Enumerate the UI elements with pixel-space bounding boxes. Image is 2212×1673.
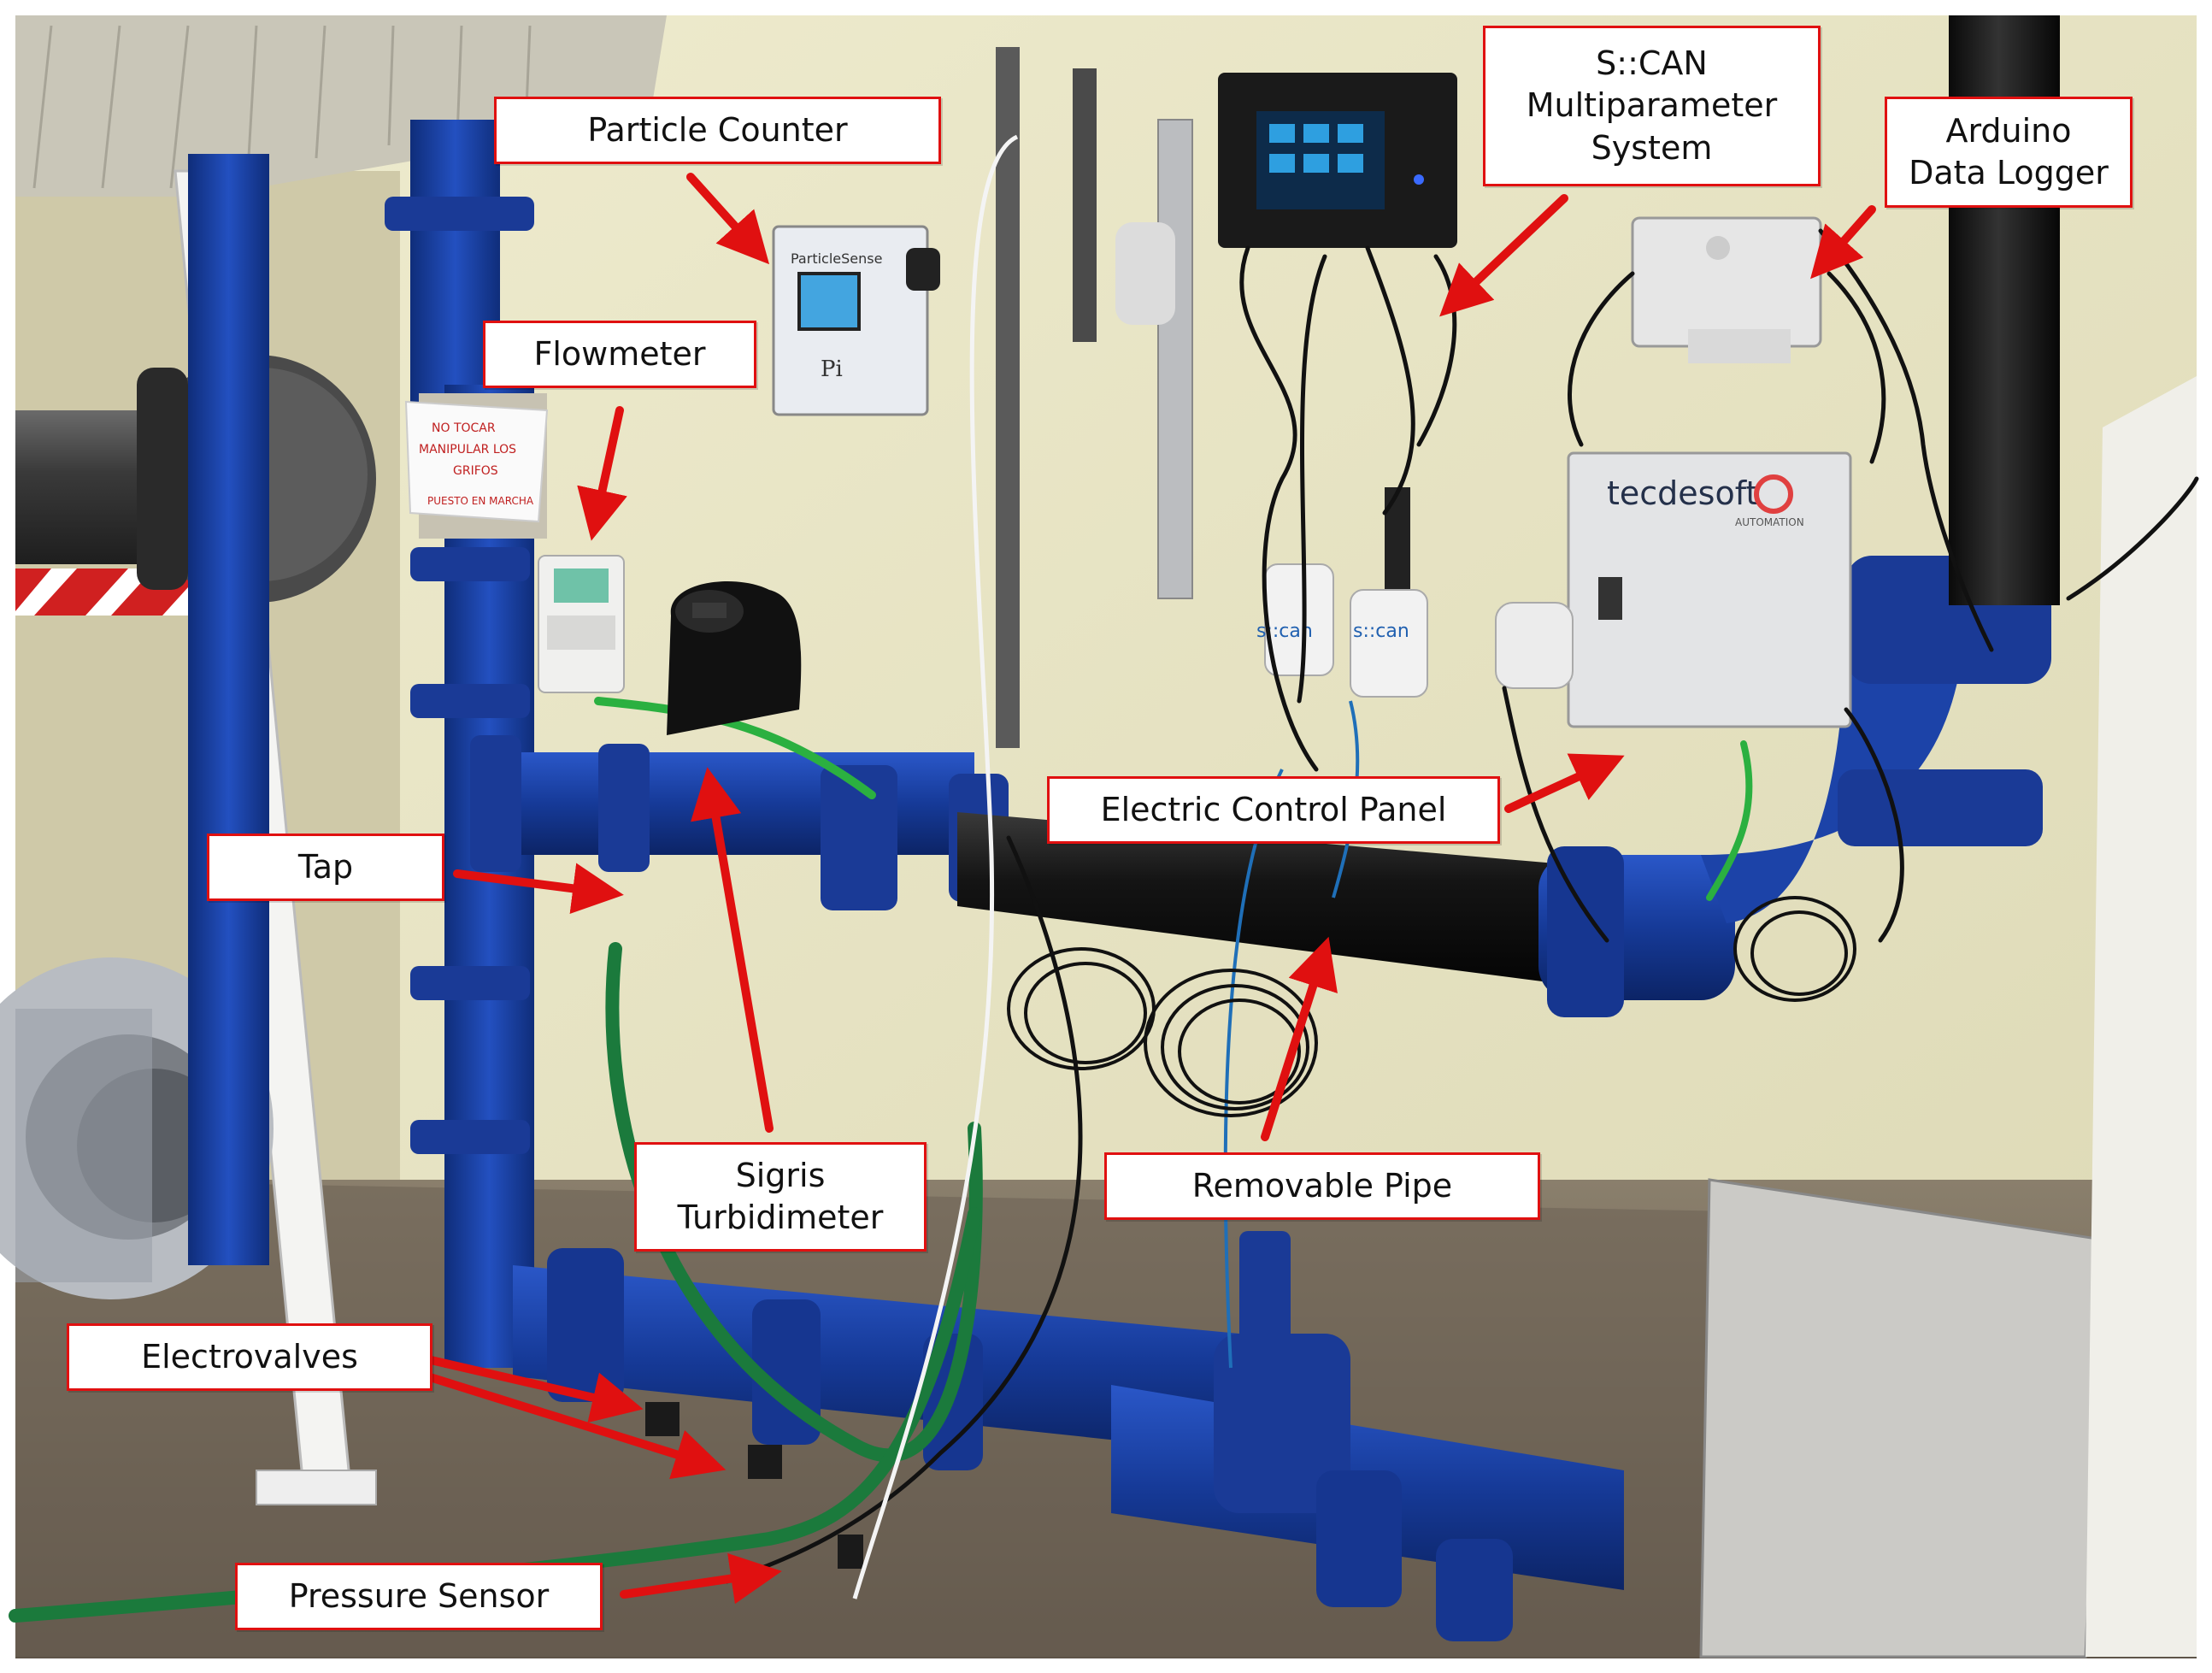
- flowmeter-device: [538, 555, 625, 693]
- arrow-tap: [453, 863, 624, 915]
- svg-text:MANIPULAR LOS: MANIPULAR LOS: [419, 443, 516, 457]
- label-scan: S::CAN Multiparameter System: [1483, 26, 1821, 186]
- scan-probes: s::can s::can: [1115, 119, 1428, 698]
- arduino-box: [1631, 216, 1822, 363]
- svg-text:tecdesoft: tecdesoft: [1607, 474, 1758, 512]
- svg-text:PUESTO EN MARCHA: PUESTO EN MARCHA: [427, 495, 534, 507]
- arrow-scan: [1439, 194, 1568, 317]
- svg-text:GRIFOS: GRIFOS: [453, 464, 498, 478]
- grey-pipe-center: [996, 47, 1020, 748]
- warning-sign: NO TOCAR MANIPULAR LOS GRIFOS PUESTO EN …: [404, 400, 549, 523]
- arrow-arduino: [1810, 205, 1876, 280]
- metal-sheet: [1699, 1178, 2104, 1658]
- svg-text:s::can: s::can: [1353, 621, 1409, 642]
- arrow-particle-counter: [686, 173, 770, 265]
- svg-text:Pi: Pi: [821, 356, 843, 382]
- black-removable-pipe: [957, 812, 1556, 983]
- blue-pipe-far: [188, 154, 269, 1265]
- label-pressure-sensor: Pressure Sensor: [235, 1563, 603, 1630]
- arrow-electrovalve-1: [423, 1355, 644, 1423]
- scan-controller-device: [1218, 73, 1457, 248]
- label-sigris-turbidimeter: Sigris Turbidimeter: [634, 1142, 927, 1252]
- cables: [724, 228, 2199, 1584]
- label-electrovalves: Electrovalves: [67, 1323, 432, 1391]
- label-removable-pipe: Removable Pipe: [1104, 1152, 1540, 1220]
- svg-text:NO TOCAR: NO TOCAR: [432, 421, 496, 435]
- arrow-pressure-sensor: [620, 1552, 782, 1605]
- svg-text:AUTOMATION: AUTOMATION: [1735, 516, 1804, 528]
- white-tube: [852, 134, 1019, 1599]
- cable-coils: [1007, 896, 1856, 1117]
- arrow-removable-pipe: [1261, 936, 1338, 1141]
- junction-box: [1495, 602, 1574, 689]
- blue-pipe-floor: [513, 1231, 1624, 1641]
- annotation-arrows: [423, 173, 1876, 1605]
- particle-counter-device: ParticleSense Pi: [772, 225, 940, 416]
- turbidimeter-device: [667, 581, 802, 735]
- arrow-electrovalve-2: [423, 1372, 727, 1480]
- svg-text:ParticleSense: ParticleSense: [791, 250, 882, 267]
- ceiling-grating: [15, 15, 667, 197]
- arrow-sigris: [691, 767, 774, 1133]
- control-panel-device: tecdesoft AUTOMATION: [1567, 451, 1852, 728]
- blue-elbow-right: [1538, 556, 2051, 1017]
- label-particle-counter: Particle Counter: [494, 97, 941, 164]
- label-tap: Tap: [207, 834, 444, 901]
- label-flowmeter: Flowmeter: [483, 321, 756, 388]
- door-frame: [2086, 376, 2197, 1657]
- arrow-flowmeter: [577, 406, 627, 541]
- label-electric-control-panel: Electric Control Panel: [1047, 776, 1500, 844]
- arrow-control-panel: [1504, 753, 1625, 813]
- label-arduino: Arduino Data Logger: [1885, 97, 2133, 208]
